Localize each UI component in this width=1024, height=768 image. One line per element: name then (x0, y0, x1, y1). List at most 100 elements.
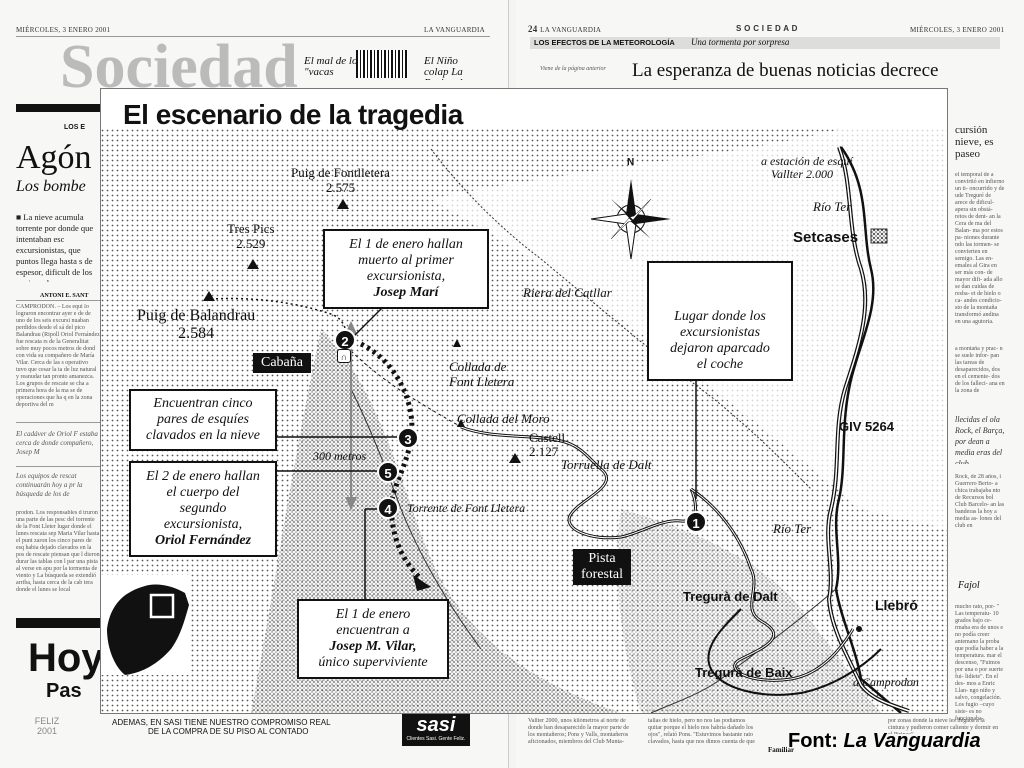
section-band: LOS EFECTOS DE LA METEOROLOGÍA Una torme… (530, 37, 1000, 49)
callout-4-line-2: el cuerpo del (166, 485, 240, 500)
peak-balandrau (203, 291, 215, 301)
ad-bottom-text: ADEMAS, EN SASI TIENE NUESTRO COMPROMISO… (112, 718, 331, 736)
route-dots (359, 341, 423, 581)
peak-name-castell: Castell (529, 430, 566, 445)
right-kicker: Viene de la página anterior (540, 66, 606, 72)
barcode-icon (356, 50, 408, 78)
right-headline: La esperanza de buenas noticias decrece (632, 60, 939, 81)
setcases-village-icon (870, 228, 888, 244)
marker-2: 2 (334, 329, 356, 351)
credit-source: La Vanguardia (843, 730, 981, 752)
right-familiar: Familiar (768, 746, 795, 754)
peak-label-castell: Castell 2.127 (529, 431, 565, 459)
collada-font-line-2: Font Lletera (449, 374, 515, 389)
left-teaser-2: El Niño colap La Bruixa d (424, 56, 463, 80)
callout-1-line-3: excursionista, (366, 269, 446, 284)
bottom-col-2: tallas de hielo, pero no nos las podíamo… (648, 718, 755, 745)
left-quote-2: Los equipos de rescat continuarán hoy a … (16, 472, 83, 498)
section-band-sub: Una tormenta por sorpresa (690, 37, 790, 47)
collada-moro-label: Collada del Moro (457, 411, 550, 426)
right-masthead: LA VANGUARDIA (540, 26, 602, 34)
ad-feliz: FELIZ 2001 (34, 716, 60, 736)
callout-4-line-4: excursionista, (163, 517, 243, 532)
ski-station-line-2: Vallter 2.000 (771, 167, 833, 181)
callout-2-line-1: Lugar donde los (674, 309, 766, 324)
collada-font-label: Collada de Font Lletera (449, 359, 514, 389)
right-col-partial: cursión nieve, es paseo (955, 124, 994, 160)
measure-label: 300 metros (313, 449, 367, 463)
peak-elev-balandrau: 2.584 (178, 325, 215, 342)
callout-1-line-1: El 1 de enero hallan (349, 237, 463, 252)
peak-name-fontlletera: Puig de Fontlletera (291, 165, 390, 180)
road-tregura-baix (707, 608, 882, 696)
rio-ter-label-1: Río Ter (813, 199, 852, 214)
callout-5-line-2: encuentran a (336, 623, 410, 638)
peak-label-tres-pics: Tres Pics 2.529 (227, 221, 275, 251)
left-quote: El cadáver de Oriol F estaba cerca de do… (16, 430, 98, 456)
cabana-tag: Cabaña (253, 353, 311, 373)
right-col-text-2: a montaña y prac- n se suele infor- pan … (955, 346, 1005, 394)
bottom-col-1: Vallter 2000, unos kilómetros al norte d… (528, 718, 629, 745)
peak-elev-tres-pics: 2.529 (236, 236, 266, 251)
bottom-col-3: por zonas donde la nieve les llegaba a l… (888, 718, 999, 734)
left-headline: Agón (16, 140, 92, 176)
peak-elev-castell: 2.127 (529, 444, 559, 459)
ad-sasi-sub: Clientes Sasi. Gente Feliz. (406, 736, 466, 742)
callout-4-name: Oriol Fernández (154, 533, 252, 548)
callout-2-line-4: el coche (696, 357, 744, 372)
trail-balandrau (210, 297, 352, 360)
callout-3-line-3: clavados en la nieve (146, 428, 260, 443)
peak-castell (509, 453, 521, 463)
callout-skis: Encuentran cinco pares de esquíes clavad… (129, 389, 277, 451)
ad-sasi-word: sasi (416, 714, 456, 736)
right-col-text-3: Rock, de 28 años, i Guerrero Berto- a ch… (955, 474, 1005, 529)
road-giv-5264-inner (827, 146, 910, 712)
right-section: S O C I E D A D (736, 24, 798, 33)
arrow-up-1 (453, 339, 461, 347)
peak-tres-pics (247, 259, 259, 269)
left-teaser-1: El mal de los "vacas (304, 56, 362, 78)
callout-3-line-2: pares de esquíes (156, 412, 250, 427)
section-band-label: LOS EFECTOS DE LA METEOROLOGÍA (534, 38, 675, 47)
peak-elev-fontlletera: 2.575 (325, 180, 356, 195)
hut-icon: ∩ (337, 349, 351, 363)
ad-bottom-line-1: ADEMAS, EN SASI TIENE NUESTRO COMPROMISO… (112, 718, 331, 727)
compass-north-label: N (627, 157, 635, 168)
left-body: CAMPRODON. – Los equi lo lograron encont… (16, 304, 100, 408)
torruella-label: Torruella de Dalt (561, 457, 652, 472)
measure-arrow-bottom (345, 497, 357, 510)
dense-slope-2 (617, 509, 881, 713)
peak-name-tres-pics: Tres Pics (227, 221, 275, 236)
callout-4-line-1: El 2 de enero hallan (146, 469, 260, 484)
left-date: MIÉRCOLES, 3 ENERO 2001 (16, 26, 111, 34)
marker-5: 5 (377, 461, 399, 483)
arrow-up-2 (457, 419, 465, 427)
ski-station-label: a estación de esquí Vallter 2.000 (761, 155, 853, 181)
river-lower (650, 588, 837, 713)
pista-line-2: forestal (581, 567, 623, 582)
left-section-title: Sociedad (60, 42, 298, 92)
marker-4: 4 (377, 497, 399, 519)
catalonia-inset-map (101, 575, 191, 675)
peak-label-fontlletera: Puig de Fontlletera 2.575 (291, 165, 390, 195)
callout-josep-mari: El 1 de enero hallan muerto al primer ex… (323, 229, 489, 309)
ad-hoy: Hoy (28, 636, 104, 680)
camprodon-label: a Camprodon (853, 675, 919, 689)
callout-car: Lugar donde los excursionistas dejaron a… (647, 261, 793, 381)
torrente-label: Torrente de Font Lletera (407, 501, 526, 515)
right-fajol: Fajol (958, 580, 980, 591)
right-date: MIÉRCOLES, 3 ENERO 2001 (910, 26, 1005, 34)
callout-oriol-fernandez: El 2 de enero hallan el cuerpo del segun… (129, 461, 277, 557)
callout-2-line-3: dejaron aparcado (670, 341, 770, 356)
credit-label: Font: (788, 730, 838, 752)
right-col-text-4: mucho rato, por- " Las temperatu- 10 gra… (955, 604, 1004, 720)
callout-1-name: Josep Marí (373, 285, 439, 300)
rio-ter-label-2: Río Ter (773, 521, 812, 536)
torrente-font-lletera (350, 388, 482, 650)
llebro-junction (856, 626, 862, 632)
callout-5-name: Josep M. Vilar, (329, 639, 417, 654)
left-masthead: LA VANGUARDIA (424, 26, 486, 34)
tragedy-map: El escenario de la tragedia N Puig de Fo… (100, 88, 948, 714)
river-ter (834, 146, 902, 713)
ad-sasi-logo: sasi Clientes Sasi. Gente Feliz. (402, 714, 470, 746)
